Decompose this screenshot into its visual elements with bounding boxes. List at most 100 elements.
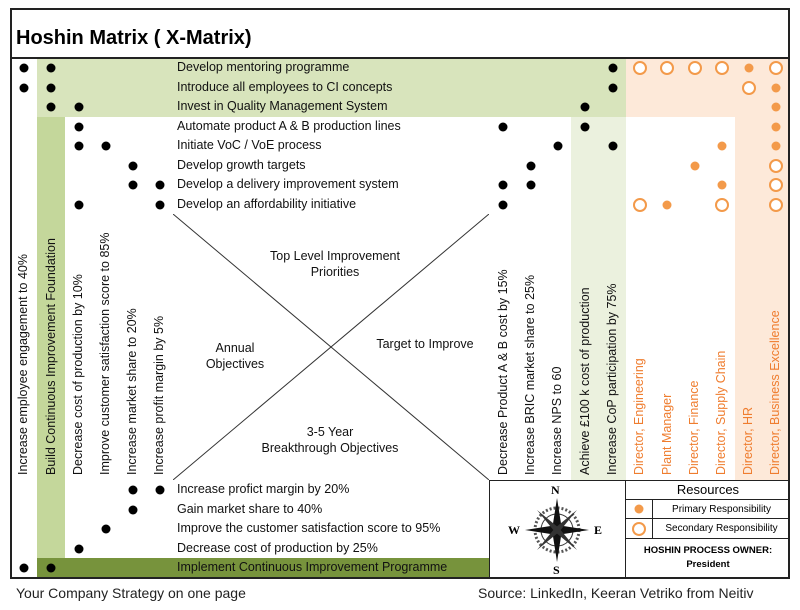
relationship-dot-icon	[46, 563, 56, 573]
right-cell	[571, 97, 600, 118]
relationship-dot-icon	[19, 83, 28, 92]
improvement-target-label: Increase BRIC market share to 25%	[523, 274, 537, 475]
left-cell	[92, 539, 120, 559]
right-cell	[571, 58, 600, 79]
secondary-responsibility-icon	[714, 197, 729, 212]
top-row-label: Automate product A & B production lines	[173, 117, 490, 137]
resource-cell	[708, 195, 736, 215]
secondary-responsibility-icon	[768, 158, 783, 173]
right-cell	[571, 175, 600, 196]
annual-objective-label: Increase profit margin by 5%	[152, 315, 166, 475]
primary-responsibility-icon	[771, 122, 780, 131]
compass-icon	[525, 498, 589, 562]
improvement-target: Increase CoP participation by 75%	[599, 214, 627, 481]
improvement-target: Increase BRIC market share to 25%	[517, 214, 545, 481]
right-cell	[517, 97, 545, 118]
left-cell	[65, 558, 93, 579]
resource-cell	[762, 97, 790, 118]
right-cell	[517, 195, 545, 215]
left-cell	[65, 78, 93, 98]
right-cell	[489, 97, 518, 118]
resource-cell	[708, 156, 736, 176]
right-cell	[517, 117, 545, 137]
right-cell	[544, 195, 572, 215]
left-cell	[10, 480, 38, 501]
right-cell	[571, 136, 600, 157]
breakthrough-objective: Gain market share to 40%	[173, 500, 490, 520]
annual-objective: Increase employee engagement to 40%	[10, 214, 38, 481]
primary-responsibility-icon	[717, 180, 726, 190]
left-cell	[119, 558, 147, 579]
compass-w: W	[508, 523, 520, 537]
left-cell	[92, 117, 120, 137]
resource-cell	[681, 156, 709, 176]
secondary-responsibility-icon	[632, 521, 646, 536]
left-cell	[65, 156, 93, 176]
secondary-responsibility-icon	[768, 61, 783, 75]
resource-cell	[708, 78, 736, 98]
breakthrough-objective: Improve the customer satisfaction score …	[173, 519, 490, 540]
relationship-dot-icon	[46, 102, 56, 112]
resource-label: Director, Supply Chain	[714, 350, 728, 475]
resource-cell	[653, 78, 682, 98]
primary-responsibility-icon	[771, 83, 780, 92]
left-cell	[92, 78, 120, 98]
resource: Director, Engineering	[626, 214, 654, 481]
left-cell	[65, 480, 93, 501]
right-cell	[489, 136, 518, 157]
resource-cell	[626, 97, 654, 118]
top-row-label: Develop an affordability initiative	[173, 195, 490, 215]
resource-cell	[626, 117, 654, 137]
right-cell	[544, 156, 572, 176]
left-cell	[92, 58, 120, 79]
right-cell	[599, 97, 627, 118]
resource-label: Director, Business Excellence	[768, 310, 782, 475]
left-cell	[65, 195, 93, 215]
left-cell	[92, 156, 120, 176]
relationship-dot-icon	[608, 141, 617, 151]
left-cell	[119, 500, 147, 520]
left-cell	[10, 519, 38, 540]
resource-cell	[762, 117, 790, 137]
left-cell	[146, 58, 174, 79]
relationship-dot-icon	[74, 102, 83, 112]
resource-cell	[681, 58, 709, 79]
resource-label: Plant Manager	[659, 393, 674, 475]
resource-cell	[762, 78, 790, 98]
left-cell	[146, 539, 174, 559]
resource-cell	[735, 97, 763, 118]
left-cell	[37, 175, 66, 196]
left-cell	[10, 500, 38, 520]
annual-objective-label: Improve customer satisfaction score to 8…	[98, 232, 112, 475]
resource-cell	[681, 78, 709, 98]
primary-responsibility-icon	[717, 141, 726, 151]
relationship-dot-icon	[74, 544, 83, 553]
right-cell	[599, 117, 627, 137]
right-cell	[517, 136, 545, 157]
resource: Plant Manager	[653, 214, 682, 481]
breakthrough-objective: Implement Continuous Improvement Program…	[173, 558, 490, 579]
relationship-dot-icon	[101, 141, 110, 151]
relationship-dot-icon	[498, 122, 508, 131]
left-cell	[146, 480, 174, 501]
footer-source: Source: LinkedIn, Keeran Vetriko from Ne…	[478, 585, 754, 601]
left-cell	[37, 58, 66, 79]
process-owner: HOSHIN PROCESS OWNER: President	[626, 544, 790, 572]
left-cell	[119, 480, 147, 501]
primary-legend-label: Primary Responsibility	[653, 500, 790, 519]
secondary-responsibility-icon	[660, 61, 674, 75]
resource-cell	[653, 136, 682, 157]
relationship-dot-icon	[128, 485, 137, 495]
left-cell	[119, 58, 147, 79]
annual-objective: Increase market share to 20%	[119, 214, 147, 481]
left-cell	[92, 500, 120, 520]
resource-cell	[653, 58, 682, 79]
relationship-dot-icon	[580, 122, 590, 131]
resource-cell	[762, 156, 790, 176]
left-cell	[37, 156, 66, 176]
resource-cell	[681, 97, 709, 118]
relationship-dot-icon	[128, 161, 137, 170]
resource-cell	[708, 175, 736, 196]
left-cell	[146, 136, 174, 157]
